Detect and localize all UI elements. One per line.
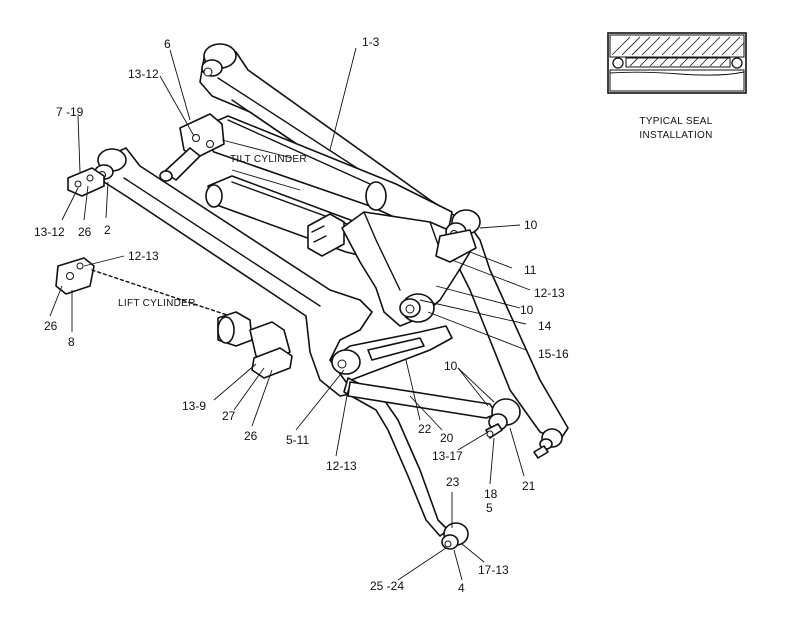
callout-2: 2 <box>104 223 111 237</box>
callout-11: 11 <box>524 263 537 277</box>
callout-5-11: 5-11 <box>286 433 309 447</box>
callout-22: 22 <box>418 422 432 436</box>
callout-13-12-left: 13-12 <box>34 225 65 239</box>
leader-lines <box>49 47 531 581</box>
bucket-pin-bottom <box>441 522 469 550</box>
inset-oring-right <box>731 57 743 69</box>
inset-caption-2: INSTALLATION <box>639 130 712 141</box>
callout-21: 21 <box>522 479 536 493</box>
inset-hatching <box>611 36 745 56</box>
callout-5: 5 <box>486 501 493 515</box>
tilt-cylinder <box>159 113 453 233</box>
tilt-cylinder-label: TILT CYLINDER <box>230 154 307 165</box>
callout-27: 27 <box>222 409 236 423</box>
tilt-link <box>329 325 453 537</box>
bucket-link-right <box>485 398 563 459</box>
upper-arm-pivot <box>201 43 237 77</box>
callouts: 1-3 6 13-12 7 -19 13-12 26 2 12-13 26 8 … <box>34 35 569 595</box>
callout-13-9: 13-9 <box>182 399 206 413</box>
callout-10-low: 10 <box>444 359 458 373</box>
callout-6: 6 <box>164 37 171 51</box>
left-pin-assembly <box>67 167 105 197</box>
inset-housing <box>609 34 745 58</box>
callout-10-top: 10 <box>524 218 538 232</box>
callout-14: 14 <box>538 319 552 333</box>
inset-caption-1: TYPICAL SEAL <box>639 116 712 127</box>
callout-12-13-left: 12-13 <box>128 249 159 263</box>
inset-seal <box>625 57 731 68</box>
callout-26-low: 26 <box>244 429 258 443</box>
callout-12-13-right: 12-13 <box>534 286 565 300</box>
lift-cylinder-label: LIFT CYLINDER <box>118 298 196 309</box>
seal-inset: TYPICAL SEAL INSTALLATION <box>607 32 747 141</box>
callout-1-3: 1-3 <box>362 35 380 49</box>
callout-20: 20 <box>440 431 454 445</box>
cross-tube <box>205 175 395 263</box>
callout-26-mid: 26 <box>44 319 58 333</box>
callout-10-mid: 10 <box>520 303 534 317</box>
callout-23: 23 <box>446 475 460 489</box>
inset-base <box>609 69 745 92</box>
callout-8: 8 <box>68 335 75 349</box>
callout-18: 18 <box>484 487 498 501</box>
callout-7-19: 7 -19 <box>56 105 84 119</box>
bellcrank <box>341 209 481 327</box>
inset-oring-left <box>612 57 624 69</box>
callout-12-13-bottom: 12-13 <box>326 459 357 473</box>
callout-15-16: 15-16 <box>538 347 569 361</box>
callout-17-13: 17-13 <box>478 563 509 577</box>
callout-13-12-top: 13-12 <box>128 67 159 81</box>
callout-26-top: 26 <box>78 225 92 239</box>
callout-25-24: 25 -24 <box>370 579 404 593</box>
callout-4: 4 <box>458 581 465 595</box>
callout-13-17: 13-17 <box>432 449 463 463</box>
